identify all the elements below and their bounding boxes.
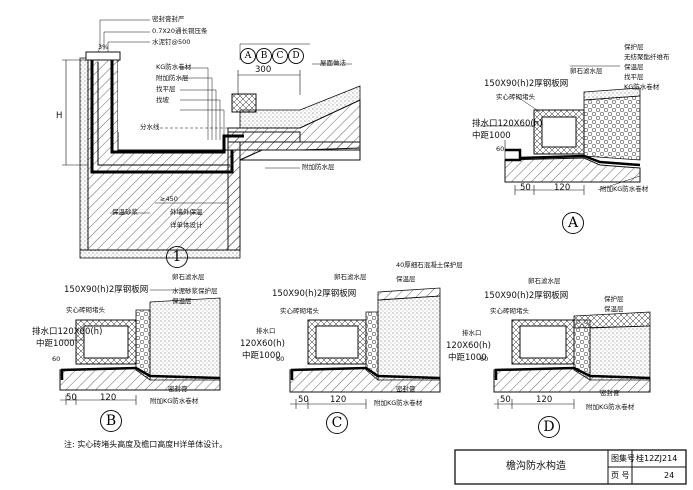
c-label-size: 120X60(h) [240,339,285,349]
d-label-extra: 附加KG防水卷材 [586,403,635,411]
label-copper-bead: 0.7X20通长铜压条 [152,27,208,35]
a-label-cover: 150X90(h)2厚钢板网 [484,79,569,89]
c-label-concrete: 40厚细石混凝土保护层 [396,261,463,269]
tag-d[interactable]: D [288,48,304,64]
b-label-filter: 卵石滤水层 [172,273,205,281]
a-dim-60: 60 [496,145,505,153]
detail-1-section [62,19,361,259]
label-design: 详单体设计 [170,221,203,229]
detail-c-marker: C [326,412,348,434]
section-tags: A B C D [240,48,304,64]
d-label-insul: 保温层 [604,305,624,313]
label-kg-membrane: KG防水卷材 [156,63,192,71]
a-label-insul: 保温层 [624,63,644,71]
label-sloping: 找坡 [156,96,169,104]
a-label-filter: 卵石滤水层 [570,67,603,75]
label-extra-layer: 附加防水层 [156,74,189,82]
b-dim-60: 60 [52,355,61,363]
page-label: 页 号 [611,471,630,480]
b-label-brick: 实心砖砌堵头 [66,306,105,314]
c-label-outlet: 排水口 [256,327,276,335]
drawing-title: 檐沟防水构造 [506,461,566,472]
b-label-insul: 保温层 [172,297,192,305]
label-insul-mortar: 保温砂浆 [112,208,138,216]
d-label-outlet: 排水口 [462,329,482,337]
page-number: 24 [664,471,675,480]
b-label-seal: 密封膏 [168,385,188,393]
tag-a[interactable]: A [240,48,256,64]
b-label-spacing: 中距1000 [36,339,75,349]
label-sealant: 密封膏封严 [152,15,185,23]
a-label-protect: 保护层 [624,43,644,51]
label-outer-wall: 外墙外保温 [170,208,203,216]
c-dim-120: 120 [330,395,347,405]
d-dim-60: 60 [480,355,489,363]
a-label-spacing: 中距1000 [472,131,511,141]
label-slope-percent: 3% [98,43,109,51]
b-dim-50: 50 [66,393,77,403]
b-label-cover: 150X90(h)2厚钢板网 [64,285,149,295]
c-dim-50: 50 [298,395,309,405]
label-nails: 水泥钉@500 [152,38,191,46]
detail-d-marker: D [538,416,560,438]
detail-a-marker: A [562,212,584,234]
a-dim-120: 120 [554,183,571,193]
detail-c-section [289,287,441,409]
a-label-rigid: 无纺聚酯纤维布 [624,53,670,61]
dim-h: H [56,111,63,121]
d-dim-50: 50 [500,395,511,405]
tag-c[interactable]: C [272,48,288,64]
tag-b[interactable]: B [256,48,272,64]
d-label-protect: 保护层 [604,295,624,303]
c-label-cover: 150X90(h)2厚钢板网 [272,289,357,299]
detail-b-marker: B [100,410,122,432]
label-added-layer: 附加防水层 [302,163,335,171]
c-label-spacing: 中距1000 [242,351,281,361]
d-label-size: 120X60(h) [446,341,491,351]
dim-300: 300 [255,65,272,75]
label-roof: 屋面做法 [320,59,346,67]
a-label-brick: 实心砖砌堵头 [496,93,535,101]
c-label-extra: 附加KG防水卷材 [374,399,423,407]
a-label-kg: KG防水卷材 [624,83,660,91]
a-label-extra: 附加KG防水卷材 [600,185,649,193]
detail-d-section [493,311,651,409]
label-slope-line: 分水线 [140,123,160,131]
c-dim-60: 60 [276,355,285,363]
d-label-cover: 150X90(h)2厚钢板网 [484,291,569,301]
drawing-note: 注: 实心砖堵头高度及檐口高度H详单体设计。 [64,440,228,449]
c-label-seal: 密封膏 [396,385,416,393]
d-dim-120: 120 [536,395,553,405]
d-label-seal: 密封膏 [600,389,620,397]
a-label-level: 找平层 [624,73,644,81]
detail-a-section [480,65,641,195]
detail-1-marker: 1 [166,246,188,268]
d-label-spacing: 中距1000 [448,353,487,363]
b-label-outlet: 排水口120X60(h) [32,327,103,337]
atlas-number: 桂12ZJ214 [636,454,678,463]
c-label-filter: 卵石滤水层 [334,273,367,281]
b-label-extra: 附加KG防水卷材 [150,397,199,405]
atlas-label: 图集号 [611,454,635,463]
a-label-outlet: 排水口120X60(h) [472,119,543,129]
c-label-brick: 实心砖砌堵头 [280,307,319,315]
c-label-insul: 保温层 [396,275,416,283]
b-dim-120: 120 [100,393,117,403]
b-label-mortar: 水泥砂浆保护层 [172,287,218,295]
detail-b-section [59,289,221,405]
d-label-filter: 卵石滤水层 [528,277,561,285]
d-label-brick: 实心砖砌堵头 [490,307,529,315]
label-leveling: 找平层 [156,85,176,93]
a-dim-50: 50 [520,183,531,193]
dim-450: ≥450 [160,195,178,203]
